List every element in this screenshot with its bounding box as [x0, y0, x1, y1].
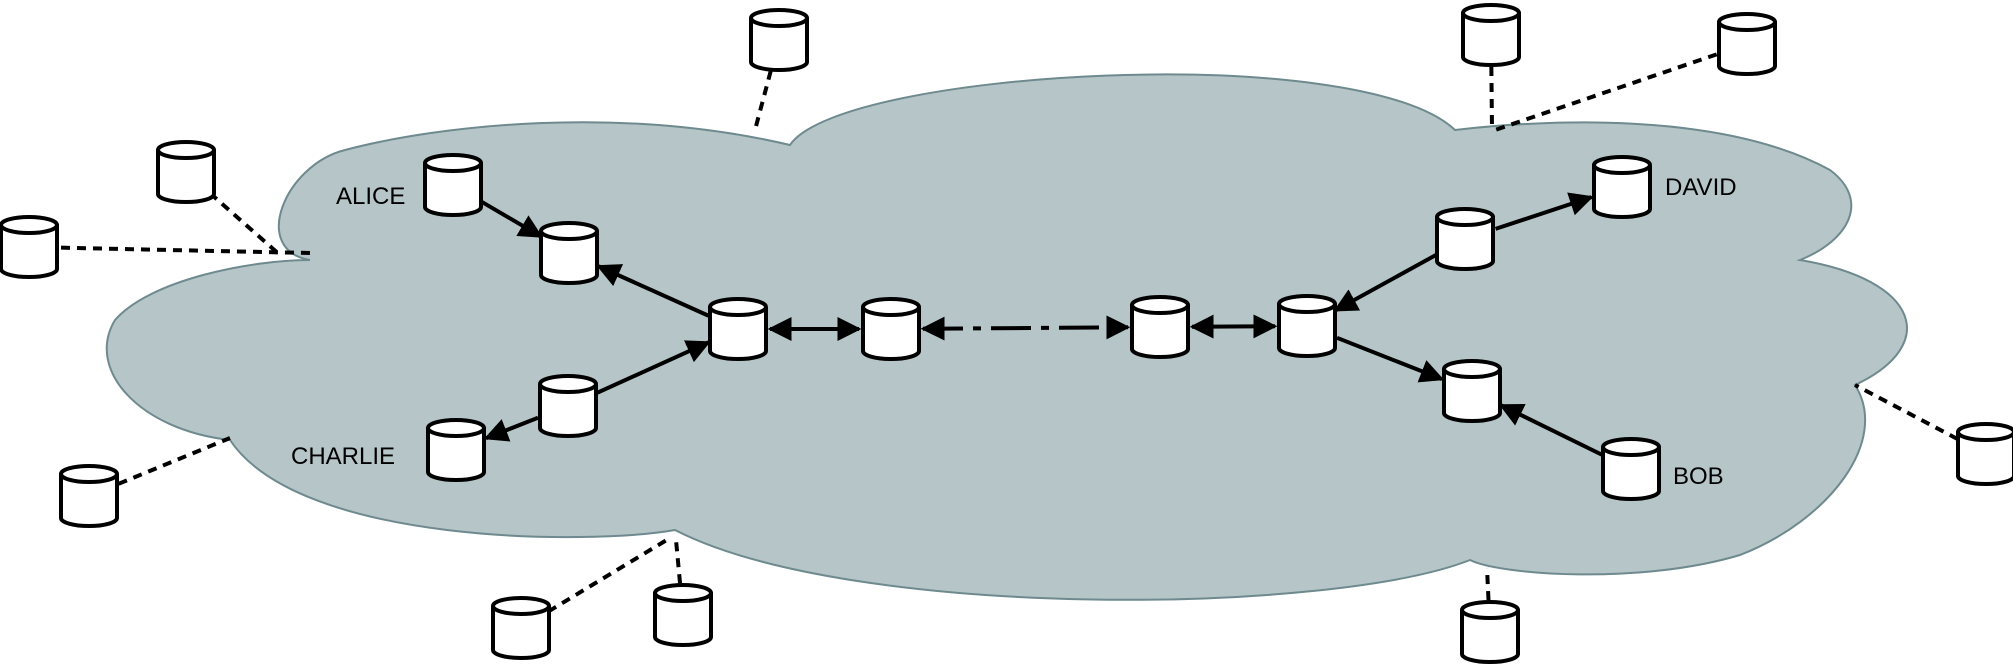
external-link [1485, 567, 1492, 633]
external-node-icon [1717, 12, 1777, 76]
external-node-icon [1461, 3, 1521, 67]
node-charlie-icon [426, 418, 486, 482]
node-david-relay-icon [1435, 207, 1495, 271]
node-mid-right-icon [1130, 295, 1190, 359]
node-david-icon [1592, 155, 1652, 219]
external-link [674, 539, 685, 616]
label-bob: BOB [1673, 463, 1724, 490]
external-node-icon [653, 583, 713, 647]
edge-mid_right-hub_right [1189, 314, 1278, 339]
edge-d_relay-hub_right [1333, 252, 1438, 313]
network-edges [480, 192, 1603, 457]
edge-alice-a_relay [480, 199, 544, 239]
edge-hub_right-b_relay [1336, 335, 1445, 383]
label-david: DAVID [1665, 174, 1737, 201]
node-mid-left-icon [861, 297, 921, 361]
external-node-icon [491, 596, 551, 660]
edge-bob-b_relay [1498, 403, 1603, 457]
node-hub-right-icon [1277, 294, 1337, 358]
network-nodes [0, 3, 2013, 664]
external-link [1494, 42, 1748, 132]
external-node-icon [749, 8, 809, 72]
external-node-icon [0, 215, 59, 279]
external-node-icon [156, 140, 216, 204]
edge-c_relay-charlie [483, 415, 539, 442]
label-charlie: CHARLIE [291, 443, 395, 470]
edge-d_relay-david [1494, 192, 1594, 231]
external-node-icon [59, 464, 119, 528]
external-link [519, 536, 672, 630]
node-alice-icon [423, 153, 483, 217]
network-cloud [105, 73, 1908, 601]
node-hub-left-icon [708, 297, 768, 361]
edge-hub_left-a_relay [596, 264, 710, 318]
external-node-icon [1956, 422, 2013, 486]
node-bob-icon [1601, 437, 1661, 501]
edge-c_relay-hub_left [596, 340, 711, 395]
node-charlie-relay-icon [538, 374, 598, 438]
node-bob-relay-icon [1442, 359, 1502, 423]
external-link [28, 245, 311, 255]
label-alice: ALICE [336, 183, 405, 210]
external-node-icon [1460, 600, 1520, 664]
node-alice-relay-icon [539, 221, 599, 285]
edge-mid_left-mid_right [920, 315, 1131, 341]
